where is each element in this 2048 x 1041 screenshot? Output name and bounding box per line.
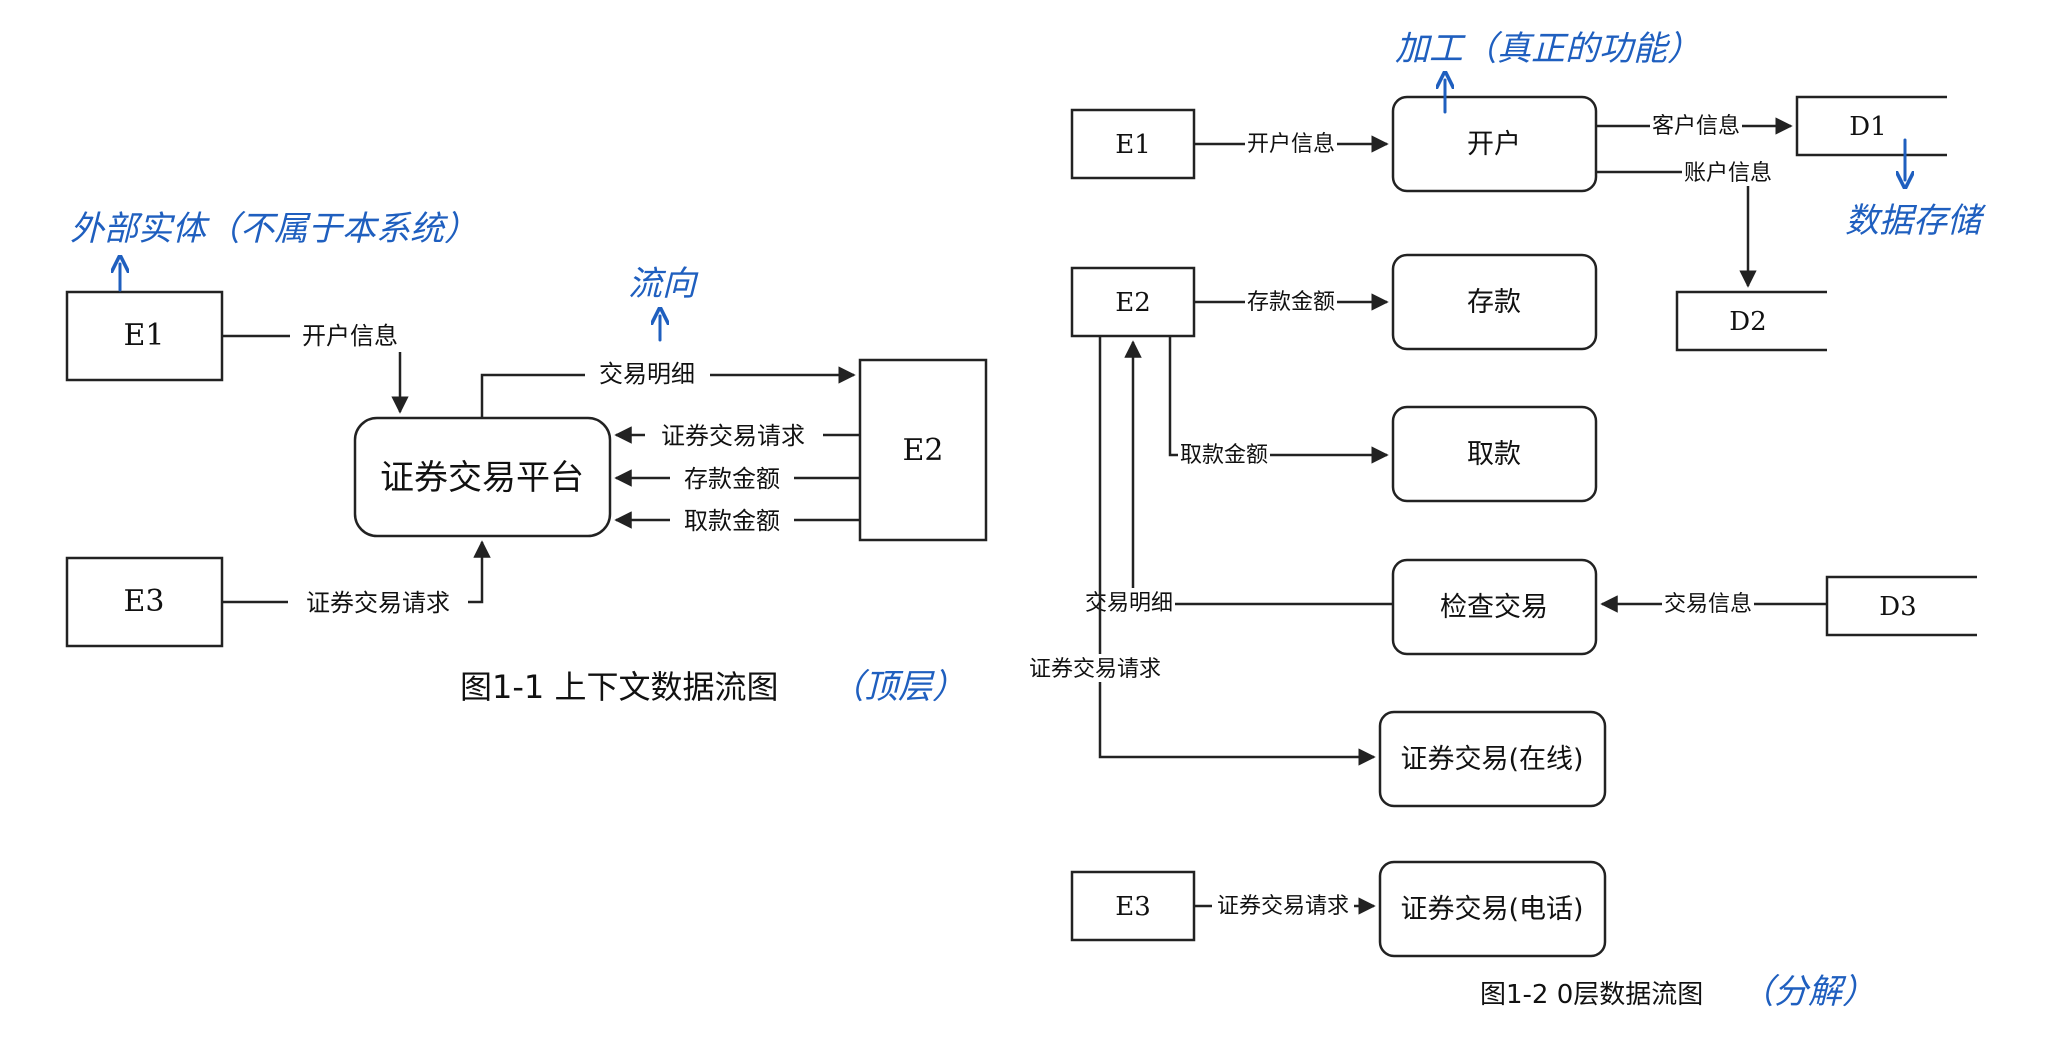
d2-flow-trade-request-line bbox=[1098, 336, 1376, 766]
d2-process-check-label: 检查交易 bbox=[1440, 592, 1548, 623]
d2-process-online-box bbox=[1378, 710, 1607, 808]
d2-store-d1-label: D1 bbox=[1849, 112, 1886, 142]
d1-entity-e2-box bbox=[858, 358, 988, 542]
d2-process-deposit-box bbox=[1391, 253, 1598, 351]
d1-flow-trade-detail-line bbox=[480, 366, 856, 418]
d2-flow-account-info-label: 账户信息 bbox=[1684, 161, 1772, 186]
d2-flow-trade-detail-line bbox=[1124, 340, 1393, 606]
d2-entity-e2-box bbox=[1070, 266, 1196, 338]
d2-note-decompose: （分解） bbox=[1740, 972, 1876, 1012]
d2-process-withdraw-label: 取款 bbox=[1467, 439, 1521, 470]
d2-note-data-store: 数据存储 bbox=[1845, 201, 1986, 241]
d1-note-data-flow: 流向 bbox=[628, 264, 699, 304]
d1-entity-e1-box bbox=[65, 290, 224, 382]
d2-flow-trade-request-label: 证券交易请求 bbox=[1029, 657, 1161, 682]
d2-entity-e1-box bbox=[1070, 108, 1196, 180]
d1-flow-e3-request-label: 证券交易请求 bbox=[306, 589, 450, 617]
d1-flow-open-info-label: 开户信息 bbox=[302, 322, 398, 350]
d1-entity-e3-box bbox=[65, 556, 224, 648]
d1-flow-withdraw-label: 取款金额 bbox=[684, 507, 780, 535]
d2-store-d3-shape bbox=[1825, 575, 1977, 637]
d2-process-phone-box bbox=[1378, 860, 1607, 958]
d2-process-online-label: 证券交易(在线) bbox=[1400, 744, 1583, 775]
d2-note-process: 加工（真正的功能） bbox=[1395, 29, 1701, 69]
d2-process-open-label: 开户 bbox=[1467, 129, 1521, 160]
d2-flow-account-info-line bbox=[1596, 170, 1757, 288]
d2-store-d2-shape bbox=[1675, 290, 1827, 352]
d1-flow-deposit-label: 存款金额 bbox=[684, 465, 780, 493]
d2-flow-e3-request-label: 证券交易请求 bbox=[1217, 894, 1349, 919]
d2-entity-e2-label: E2 bbox=[1115, 288, 1151, 318]
d1-note-top-level: （顶层） bbox=[830, 667, 966, 707]
d2-process-phone-label: 证券交易(电话) bbox=[1400, 894, 1583, 925]
d1-flow-trade-request-label: 证券交易请求 bbox=[661, 422, 805, 450]
d2-flow-withdraw-label: 取款金额 bbox=[1180, 443, 1268, 468]
d2-entity-e3-box bbox=[1070, 870, 1196, 942]
d2-store-d2-label: D2 bbox=[1729, 307, 1766, 337]
d2-flow-deposit-label: 存款金额 bbox=[1247, 290, 1335, 315]
d2-process-check-box bbox=[1391, 558, 1598, 656]
d2-store-d3-label: D3 bbox=[1879, 592, 1916, 622]
d2-entity-e3-label: E3 bbox=[1115, 892, 1151, 922]
d2-process-deposit-label: 存款 bbox=[1467, 287, 1521, 318]
d1-process-label: 证券交易平台 bbox=[380, 458, 584, 498]
d1-flow-trade-detail-label: 交易明细 bbox=[599, 360, 695, 388]
d2-flow-trade-detail-label: 交易明细 bbox=[1085, 591, 1173, 616]
d2-flow-withdraw-line bbox=[1168, 336, 1389, 464]
d2-caption: 图1-2 0层数据流图 bbox=[1480, 980, 1703, 1010]
d2-flow-trade-info-label: 交易信息 bbox=[1664, 592, 1752, 617]
d2-process-open-box bbox=[1391, 95, 1598, 193]
d1-caption: 图1-1 上下文数据流图 bbox=[460, 668, 778, 706]
d2-store-d1-shape bbox=[1795, 95, 1947, 157]
d2-process-withdraw-box bbox=[1391, 405, 1598, 503]
d2-flow-customer-info-label: 客户信息 bbox=[1652, 114, 1740, 139]
d2-flow-open-info-label: 开户信息 bbox=[1247, 132, 1335, 157]
d1-entity-e2-label: E2 bbox=[903, 433, 944, 468]
d1-entity-e3-label: E3 bbox=[124, 584, 165, 619]
d1-note-external-entity: 外部实体（不属于本系统） bbox=[70, 209, 478, 249]
d2-entity-e1-label: E1 bbox=[1115, 130, 1151, 160]
context-diagram: E1 E3 E2 证券交易平台 开户信息 交易明细 证券交易请求 存款金额 取款… bbox=[65, 209, 988, 707]
d1-entity-e1-label: E1 bbox=[124, 318, 165, 353]
level0-diagram: E1 E2 E3 开户 存款 取款 检查交易 证券交易(在线) 证券交易(电话)… bbox=[1024, 29, 1986, 1012]
